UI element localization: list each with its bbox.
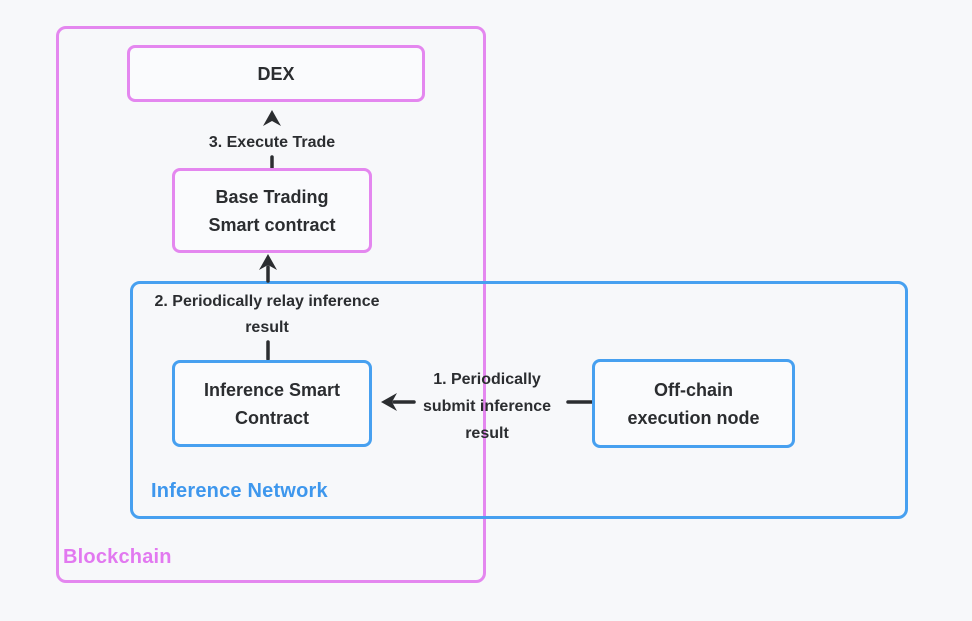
node-base-trading: Base Trading Smart contract (172, 168, 372, 253)
node-offchain-label-line1: Off-chain (654, 379, 733, 400)
node-offchain: Off-chain execution node (592, 359, 795, 448)
node-inference-contract-label-line2: Contract (234, 407, 309, 428)
node-base-trading-label-line1: Base Trading (215, 186, 329, 207)
edge-label-submit-inference: 1. Periodically submit inference result (422, 371, 552, 442)
node-offchain-label-line2: execution node (627, 407, 760, 428)
node-base-trading-label-line2: Smart contract (208, 214, 336, 235)
inference-network-label: Inference Network (151, 480, 328, 502)
edge-label-execute-trade: 3. Execute Trade (208, 134, 336, 151)
blockchain-label: Blockchain (63, 546, 172, 568)
node-dex: DEX (127, 45, 425, 102)
edge-label-relay-inference: 2. Periodically relay inference result (154, 293, 380, 336)
node-dex-label: DEX (257, 63, 295, 84)
inference-network-container: Inference Network (130, 281, 908, 519)
node-inference-contract: Inference Smart Contract (172, 360, 372, 447)
blockchain-container: Blockchain (56, 26, 486, 583)
node-inference-contract-label-line1: Inference Smart (203, 379, 341, 400)
